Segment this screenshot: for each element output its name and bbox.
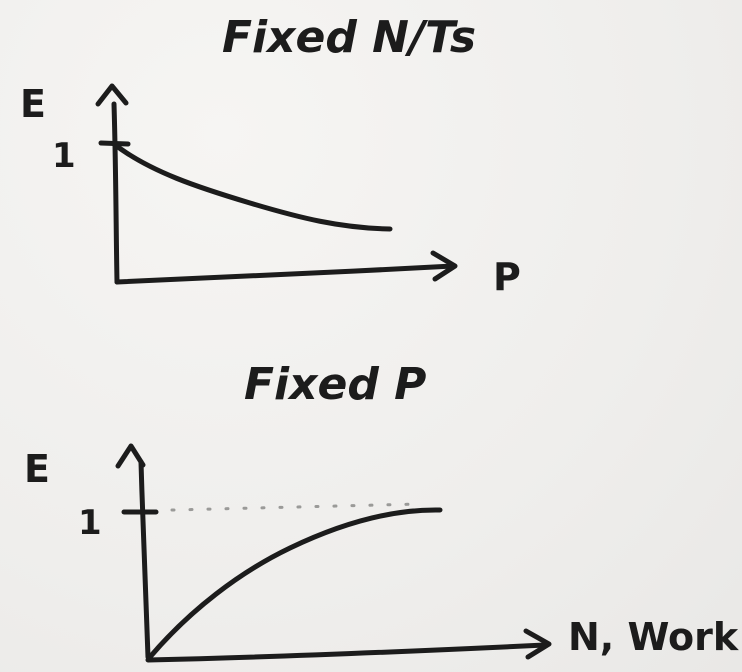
y-axis-label: E bbox=[20, 82, 46, 126]
y-axis-label: E bbox=[24, 447, 50, 491]
diagram-title: Fixed P bbox=[244, 359, 426, 410]
y-tick-label: 1 bbox=[78, 503, 102, 543]
x-axis-arrowhead bbox=[523, 628, 552, 660]
x-axis-arrowhead bbox=[430, 250, 458, 282]
y-axis-arrowhead bbox=[95, 83, 129, 107]
x-axis-label: N, Work bbox=[568, 615, 739, 659]
efficiency-curve bbox=[111, 141, 393, 232]
y-axis bbox=[138, 459, 151, 660]
y-axis bbox=[111, 101, 120, 285]
diagram-fixed-p: Fixed P E 1 N, Work bbox=[24, 359, 739, 663]
x-axis-label: P bbox=[493, 255, 521, 299]
diagram-title: Fixed N/Ts bbox=[222, 12, 476, 63]
y-tick-label: 1 bbox=[52, 136, 76, 176]
x-axis bbox=[114, 263, 456, 285]
x-axis bbox=[145, 642, 548, 663]
diagram-fixed-n-ts: Fixed N/Ts E 1 P bbox=[20, 12, 521, 299]
efficiency-curve bbox=[147, 507, 443, 660]
y-axis-arrowhead bbox=[115, 443, 146, 469]
limit-guide-line bbox=[170, 502, 422, 512]
